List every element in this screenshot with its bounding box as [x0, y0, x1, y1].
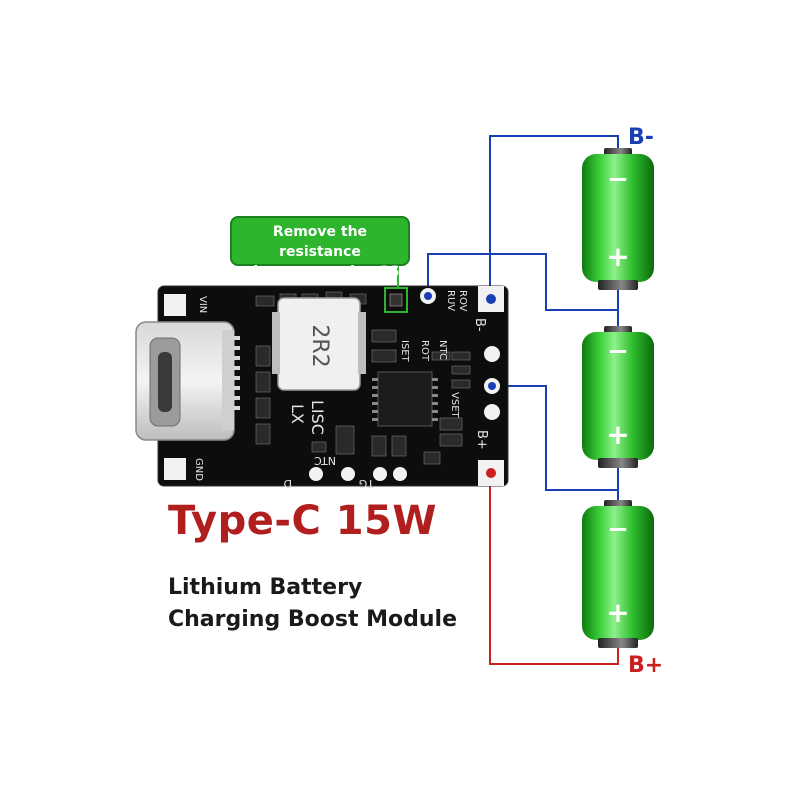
label-b-minus: B-: [628, 125, 654, 150]
silk-vset: VSET: [449, 392, 460, 419]
battery-2: − +: [582, 326, 654, 468]
callout-line-1: Remove the resistance: [272, 224, 368, 260]
remove-resistor-callout: Remove the resistance when connecting 3S: [230, 216, 410, 280]
subtitle-line-1: Lithium Battery: [168, 575, 363, 600]
silk-gnd: GND: [193, 458, 204, 481]
silk-vin: VIN: [197, 296, 208, 313]
inductor: 2R2: [272, 297, 366, 391]
battery-3-plus: +: [606, 596, 629, 629]
battery-1: − +: [582, 148, 654, 290]
silk-lx: LX: [288, 404, 307, 424]
silk-b-minus: B-: [472, 318, 487, 332]
silk-ruv: RUV: [445, 290, 456, 311]
label-b-plus: B+: [628, 653, 663, 678]
silk-tg: TG: [359, 477, 375, 490]
wire-series-1: [427, 253, 619, 311]
wire-b-plus: [489, 474, 619, 665]
silk-b-plus: B+: [474, 430, 489, 450]
battery-2-minus: −: [607, 337, 629, 367]
silk-ntc: NTC: [314, 454, 336, 467]
inductor-label: 2R2: [307, 324, 332, 367]
pcb-board: 2R2: [135, 285, 509, 490]
ic-chip: [372, 371, 438, 427]
product-subtitle: Lithium Battery Charging Boost Module: [168, 572, 457, 636]
battery-stack: − + − + − +: [582, 148, 654, 648]
silk-d: D: [284, 477, 292, 490]
product-title: Type-C 15W: [168, 498, 438, 544]
wire-series-2: [494, 385, 619, 491]
battery-3: − +: [582, 500, 654, 648]
silk-rot: ROT: [419, 340, 430, 362]
battery-2-plus: +: [606, 418, 629, 451]
wires: [427, 135, 619, 665]
through-hole-pads: [309, 288, 500, 481]
pad-vin: [164, 294, 186, 316]
battery-3-minus: −: [607, 515, 629, 545]
silk-ntc2: NTC: [437, 340, 448, 360]
battery-1-plus: +: [606, 240, 629, 273]
pad-gnd: [164, 458, 186, 480]
battery-1-minus: −: [607, 165, 629, 195]
usb-c-port: [135, 321, 240, 441]
wire-b-minus: [489, 135, 619, 298]
subtitle-line-2: Charging Boost Module: [168, 607, 458, 632]
silk-rov: ROV: [457, 290, 468, 312]
highlighted-resistor: [384, 287, 408, 313]
callout-line-2: when connecting 3S: [240, 264, 400, 280]
silk-lisc: LISC: [308, 400, 327, 435]
silk-iset: ISET: [399, 340, 410, 363]
